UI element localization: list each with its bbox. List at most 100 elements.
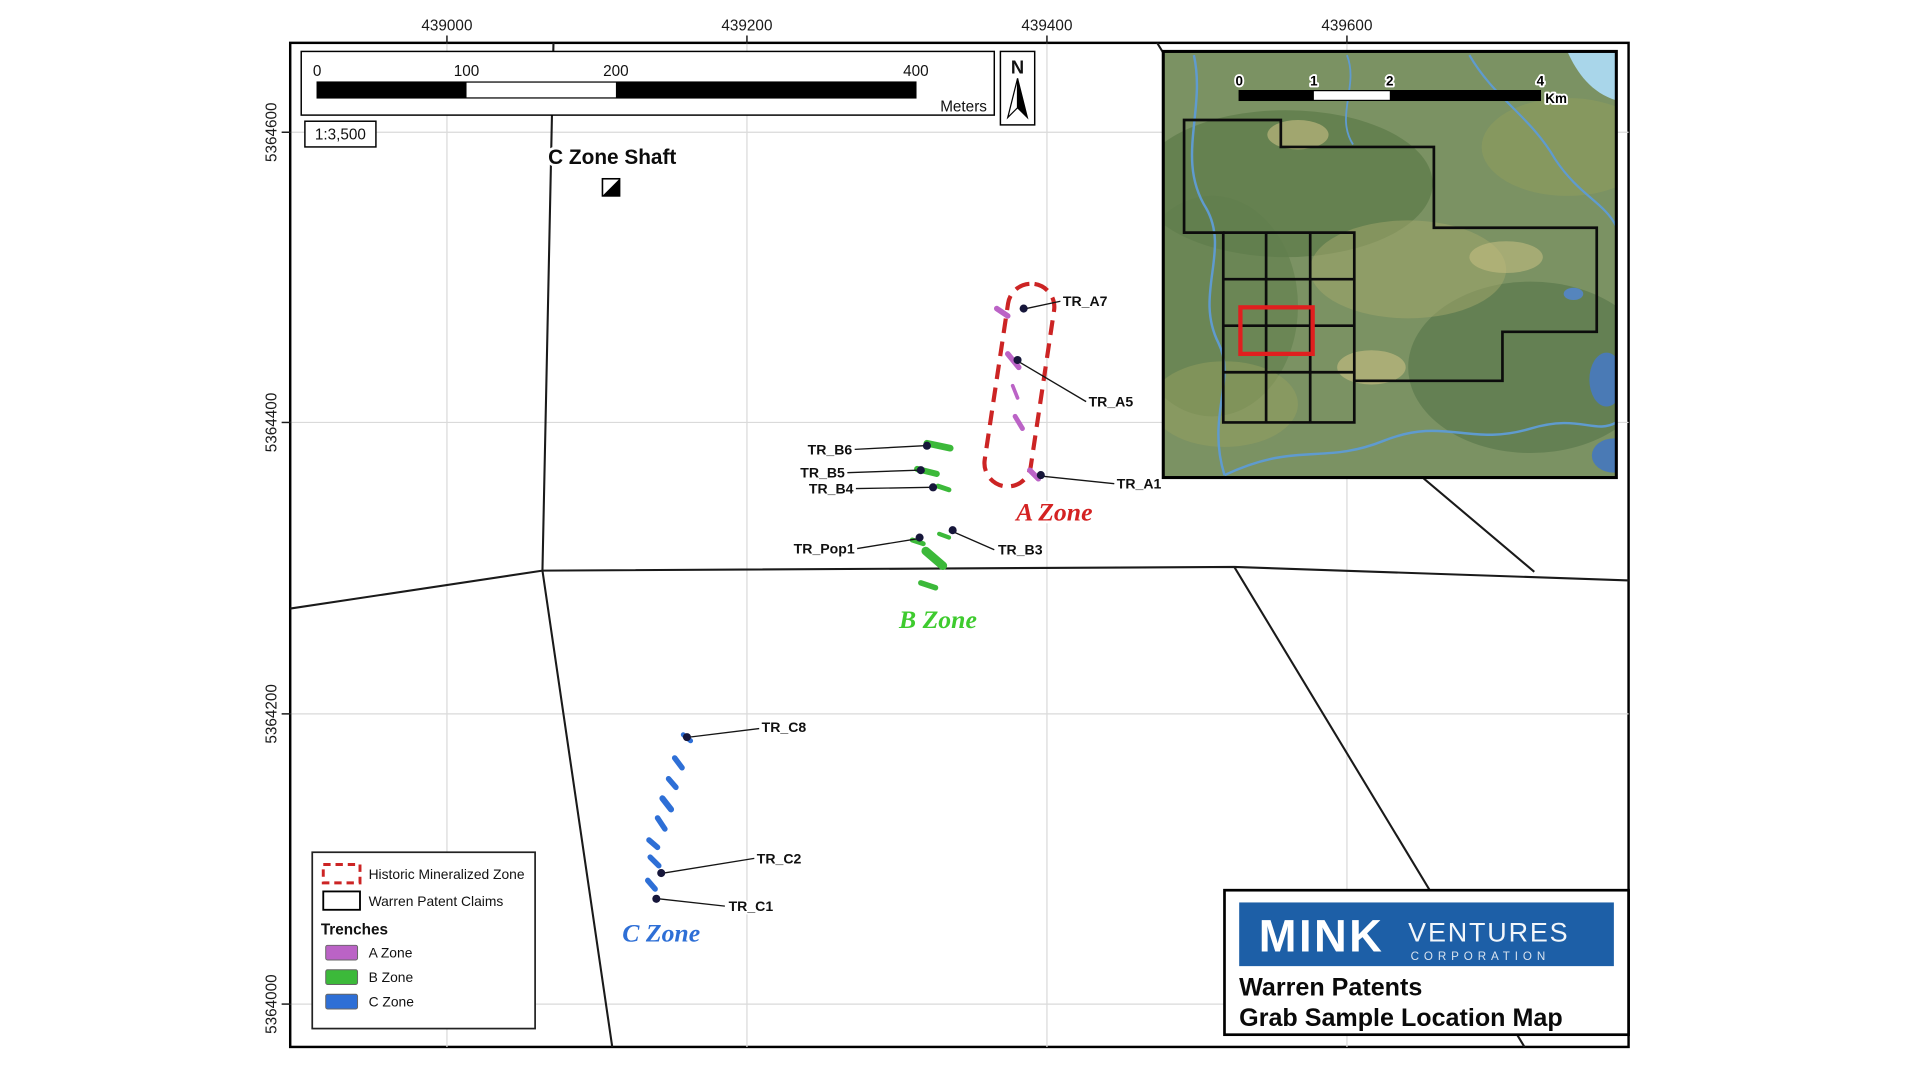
inset-scalebar-tick: 1 [1310, 74, 1318, 89]
leader-line [954, 532, 995, 551]
inset-clearing-patch [1337, 350, 1406, 385]
logo-small-text: CORPORATION [1411, 950, 1551, 963]
scalebar-tick-label: 400 [903, 63, 929, 80]
north-arrow-right-icon [1016, 78, 1029, 120]
trench-mark [645, 877, 658, 892]
trench-mark [1010, 383, 1020, 400]
legend-historic-zone-icon [321, 863, 362, 885]
axis-label-left: 5364000 [264, 974, 281, 1034]
scalebar-tick-label: 200 [603, 63, 629, 80]
legend-b-zone-label: B Zone [369, 969, 414, 985]
trench-mark [923, 439, 954, 452]
scale-ratio-box [304, 120, 377, 148]
inset-claim-polygon [1182, 118, 1599, 424]
trenches-a-zone [993, 305, 1042, 482]
scalebar-tick-label: 0 [313, 63, 322, 80]
sample-point [1013, 355, 1022, 365]
axis-label-left: 5364600 [264, 102, 281, 162]
inset-scalebar: 0 1 2 4 Km [1234, 72, 1569, 108]
inset-scalebar-tick: 0 [1235, 74, 1242, 89]
trench-mark [646, 837, 661, 851]
inset-clearing-patch [1469, 241, 1543, 274]
inset-field-patch [1163, 361, 1298, 447]
leader-lines [658, 300, 1115, 907]
leader-line [689, 727, 760, 738]
sample-label: TR_C2 [757, 850, 802, 866]
inset-river [1468, 54, 1617, 228]
axis-label-top: 439400 [1021, 18, 1072, 35]
inset-river [1223, 421, 1617, 477]
scalebar-segment [615, 82, 916, 98]
sample-label: TR_A1 [1117, 476, 1162, 492]
trench-mark [1027, 467, 1042, 482]
trenches-b-zone [909, 439, 954, 591]
shaft-annotation: C Zone Shaft [545, 143, 679, 197]
legend-c-zone-label: C Zone [369, 994, 415, 1010]
inset-forest-patch [1163, 195, 1298, 417]
scalebar-segment [317, 82, 467, 98]
inset-river [1190, 54, 1226, 476]
map-title-line1: Warren Patents [1239, 974, 1422, 1002]
axis-labels: 439000 439200 439400 439600 5364600 5364… [264, 18, 1373, 1034]
leader-line [1025, 300, 1061, 310]
sample-label: TR_C1 [729, 898, 774, 914]
legend-a-zone-label: A Zone [369, 945, 413, 961]
leader-line [855, 486, 931, 490]
inset-claim-outlines [1182, 118, 1599, 424]
sample-point [652, 894, 661, 903]
inset-scalebar-unit: Km [1545, 91, 1567, 106]
sample-label: TR_B3 [998, 542, 1043, 558]
inset-lake [1589, 352, 1617, 407]
axis-label-top: 439600 [1321, 18, 1372, 35]
scale-ratio: 1:3,500 [315, 127, 366, 144]
legend-a-zone-swatch [325, 944, 359, 961]
inset-border [1161, 49, 1618, 480]
sample-point [915, 533, 924, 542]
sample-point [682, 733, 691, 742]
inset-field-patch [1310, 220, 1507, 319]
leader-line [857, 538, 918, 550]
legend-c-zone-swatch [325, 993, 359, 1010]
legend-trenches-header: Trenches [321, 921, 388, 938]
leader-line [663, 857, 755, 874]
leader-line [1019, 361, 1087, 403]
legend-claims-icon [322, 890, 361, 911]
trench-mark [1005, 351, 1022, 371]
sample-point [916, 466, 925, 475]
inset-lake [1567, 51, 1617, 101]
inset-scalebar-segment [1389, 90, 1541, 101]
scalebar-tick-label: 100 [454, 63, 480, 80]
inset-scalebar-segment [1239, 90, 1314, 101]
trench-mark [937, 531, 952, 540]
trench-mark [1012, 413, 1025, 432]
axis-label-left: 5364200 [264, 684, 281, 744]
legend-claims-label: Warren Patent Claims [369, 893, 504, 909]
sample-point [948, 526, 957, 535]
sample-label: TR_B4 [809, 480, 854, 496]
inset-forest-patch [1408, 281, 1617, 454]
axis-ticks [281, 35, 1348, 1005]
zone-b-label: B Zone [898, 605, 977, 634]
sample-label: TR_C8 [762, 719, 807, 735]
sample-label: TR_B5 [800, 465, 845, 481]
leader-line [658, 898, 725, 907]
inset-lake [1591, 438, 1617, 473]
inset-map: 0 1 2 4 Km [1161, 49, 1618, 480]
axis-label-top: 439000 [421, 18, 472, 35]
sample-label: TR_A5 [1089, 394, 1134, 410]
map-title-line2: Grab Sample Location Map [1239, 1004, 1562, 1032]
trench-mark [909, 537, 926, 547]
sample-label: TR_B6 [808, 441, 853, 457]
leader-line [1043, 475, 1115, 485]
sample-point [922, 441, 931, 450]
trench-mark [647, 854, 662, 869]
trench-mark [671, 755, 685, 771]
legend-b-zone-swatch [325, 969, 359, 985]
axis-label-left: 5364400 [264, 393, 281, 453]
inset-field-patch [1481, 97, 1617, 196]
scalebar-unit: Meters [940, 98, 987, 115]
sample-point [1036, 471, 1045, 480]
title-block: MINK VENTURES CORPORATION Warren Patents… [1223, 888, 1630, 1037]
inset-imagery: 0 1 2 4 Km [1163, 51, 1617, 478]
